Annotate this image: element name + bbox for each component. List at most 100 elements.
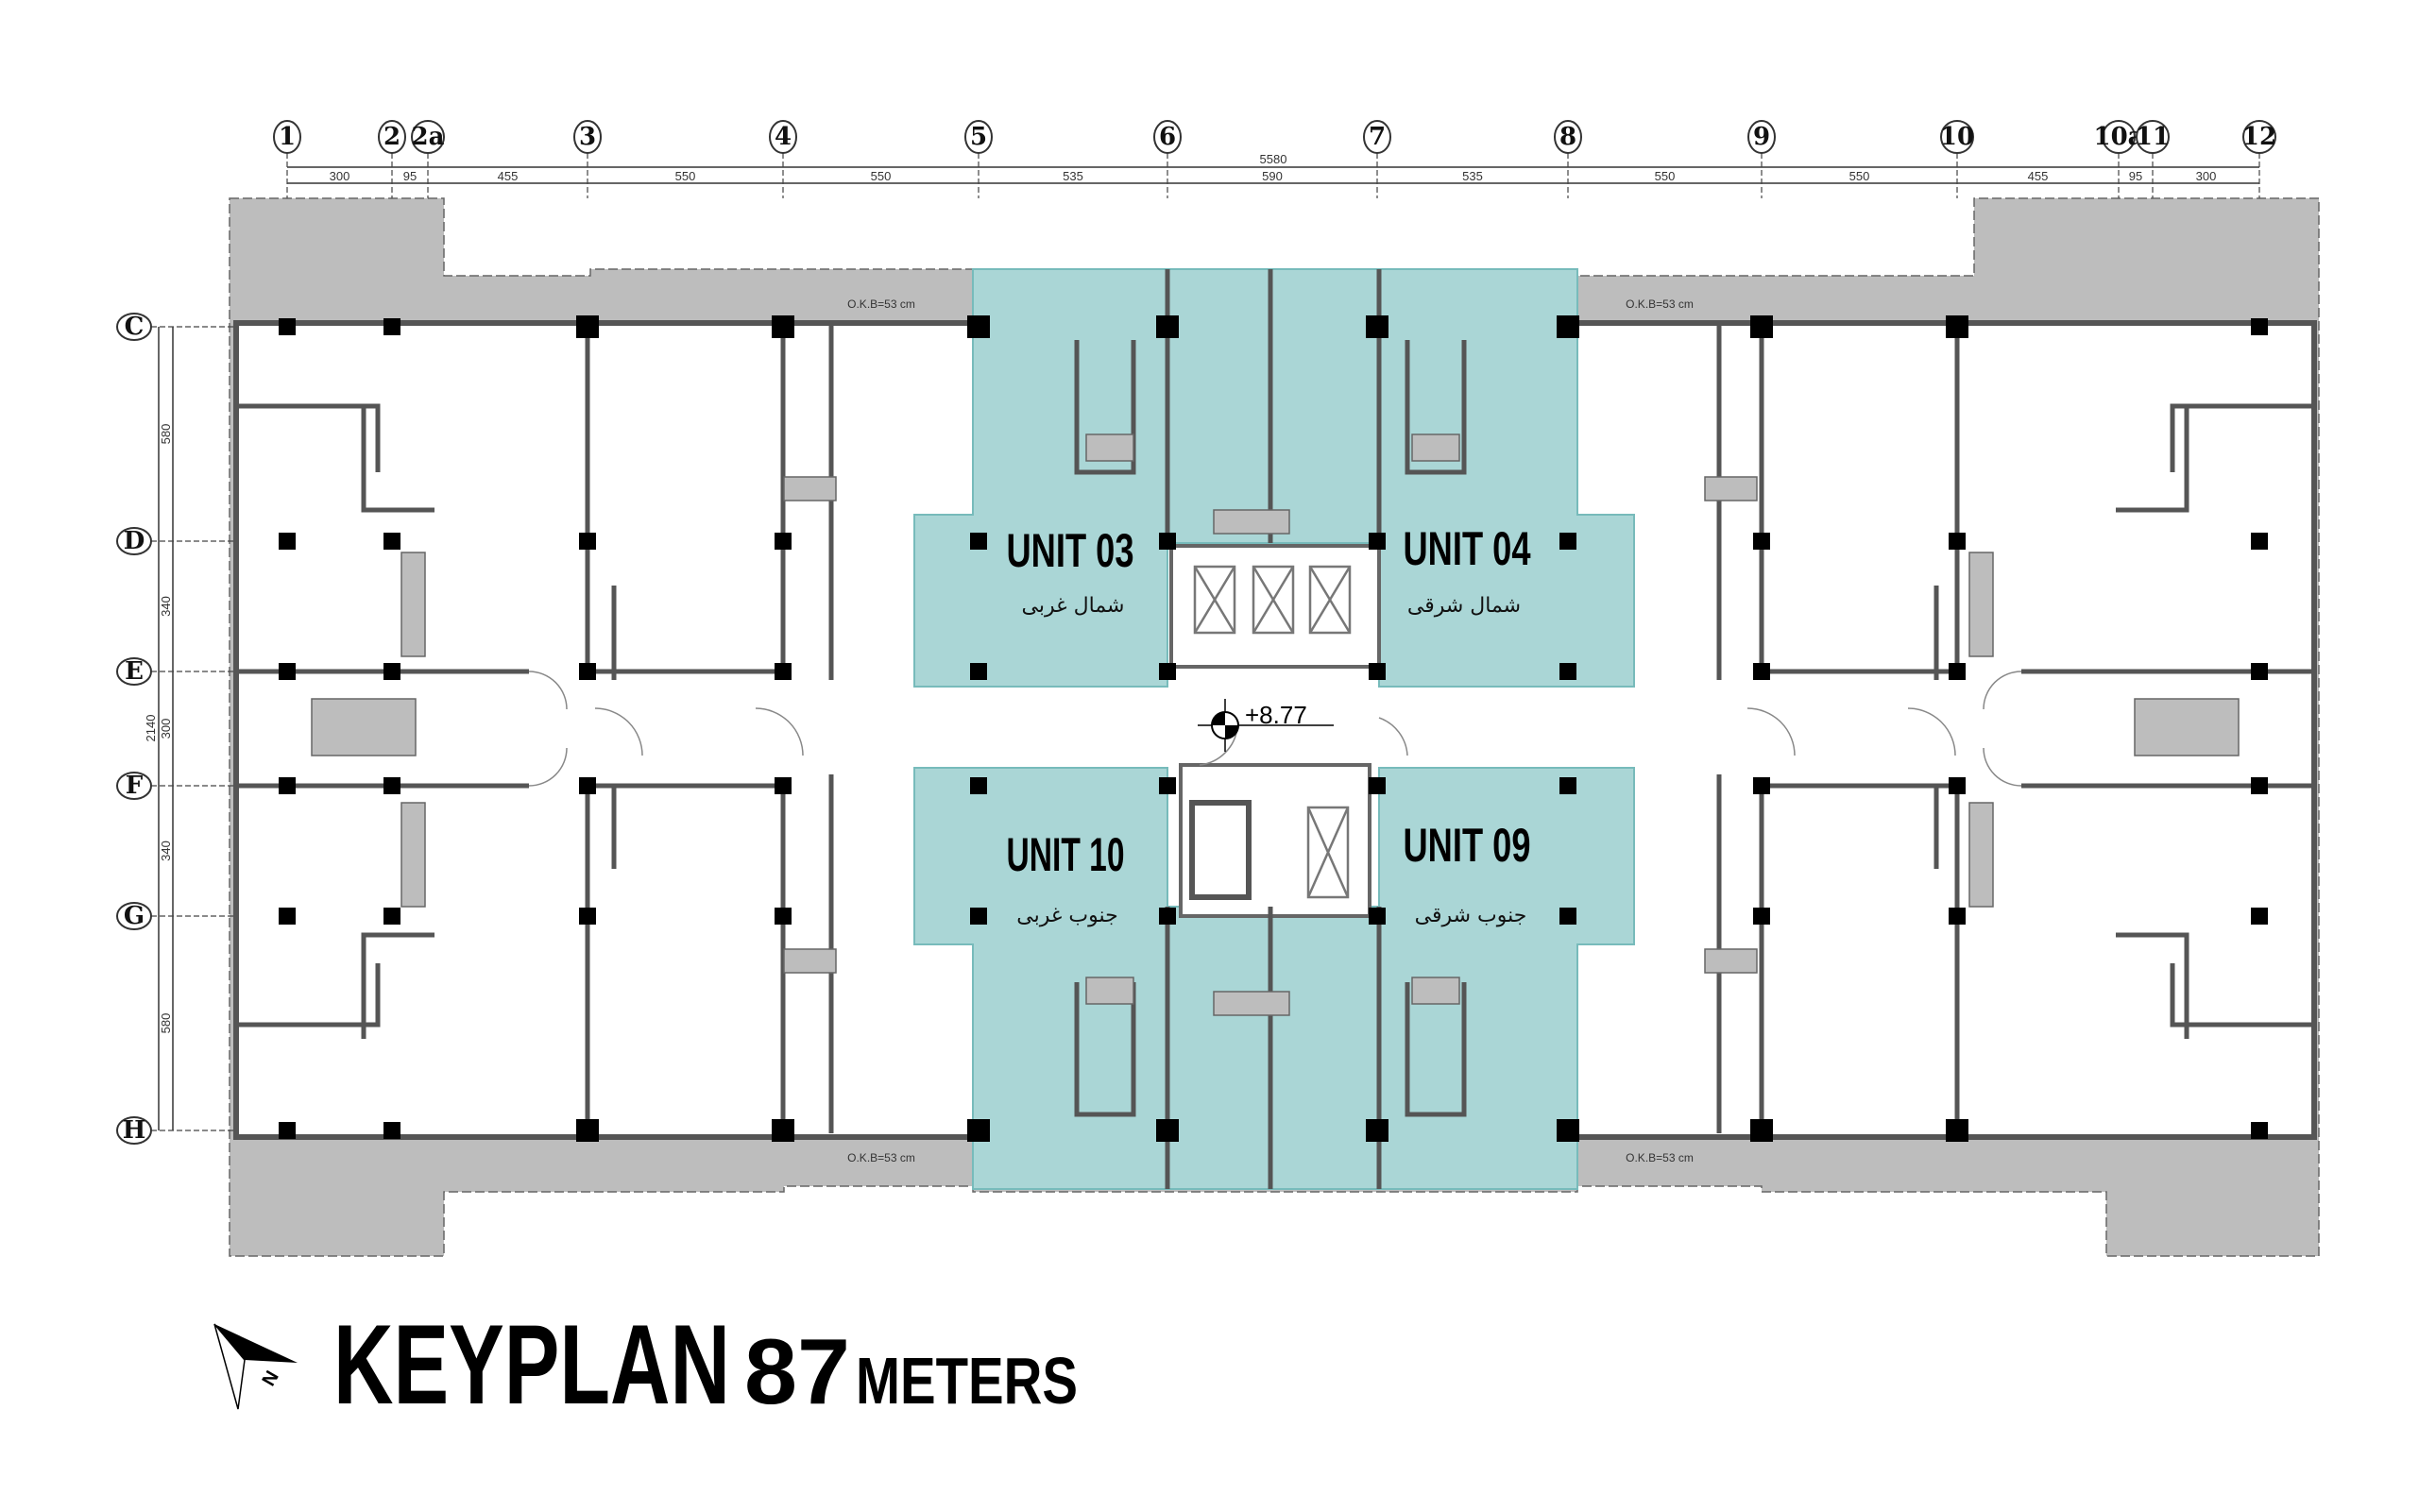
column-spacing-label: 535 <box>1462 169 1483 183</box>
column <box>1557 1119 1579 1142</box>
column <box>383 777 400 794</box>
column <box>775 533 792 550</box>
unit-09-orientation: جنوب شرقی <box>1415 904 1527 927</box>
column <box>579 533 596 550</box>
column <box>1753 908 1770 925</box>
grid-column-label: 2 <box>383 123 400 151</box>
grid-row-label: G <box>124 902 145 930</box>
column <box>1366 315 1388 338</box>
grid-bubble <box>116 902 152 930</box>
column <box>579 908 596 925</box>
row-spacing-label: 580 <box>159 1013 173 1034</box>
column <box>2251 663 2268 680</box>
grid-bubble <box>116 657 152 686</box>
grid-row-label: C <box>125 313 145 341</box>
column <box>1753 777 1770 794</box>
column <box>772 1119 794 1142</box>
unit-03-orientation: شمال غربی <box>1022 594 1125 618</box>
column <box>970 777 987 794</box>
north-label: N <box>258 1368 282 1390</box>
grid-row-label: D <box>124 527 145 555</box>
grid-column-label: 5 <box>970 123 987 151</box>
column-spacing-label: 535 <box>1063 169 1083 183</box>
sill-labels: O.K.B=53 cm O.K.B=53 cm O.K.B=53 cm O.K.… <box>847 297 1694 1164</box>
column-spacing-label: 455 <box>498 169 519 183</box>
grid-column-label: 4 <box>775 123 792 151</box>
grid-column-label: 8 <box>1559 123 1576 151</box>
unit-04-area <box>1269 268 1635 688</box>
column-spacing-label: 550 <box>675 169 696 183</box>
column <box>2251 777 2268 794</box>
column <box>1946 315 1968 338</box>
column <box>775 777 792 794</box>
grid-bubble <box>116 772 152 800</box>
overall-depth-label: 2140 <box>144 715 158 742</box>
grid-bubble <box>116 313 152 341</box>
column <box>383 663 400 680</box>
column <box>967 315 990 338</box>
column <box>1557 315 1579 338</box>
column <box>1559 777 1576 794</box>
unit-labels: UNIT 03 شمال غربی UNIT 04 شمال شرقی UNIT… <box>1007 522 1531 927</box>
row-spacing-label: 340 <box>159 596 173 617</box>
title-main: KEYPLAN <box>333 1301 730 1428</box>
title-number: 87 <box>744 1319 850 1423</box>
grid-axes: 558013002952a455355045505535659075358550… <box>116 120 2276 1145</box>
column <box>970 533 987 550</box>
column <box>1156 1119 1179 1142</box>
structural-columns <box>279 315 2268 1142</box>
column <box>383 908 400 925</box>
grid-column-label: 10 <box>1940 123 1974 151</box>
column <box>1369 908 1386 925</box>
column <box>1559 533 1576 550</box>
grid-bubble <box>1363 120 1391 154</box>
column <box>772 315 794 338</box>
column <box>1750 1119 1773 1142</box>
column-spacing-label: 550 <box>1849 169 1870 183</box>
column <box>579 663 596 680</box>
overall-width-label: 5580 <box>1260 152 1287 166</box>
grid-bubble <box>964 120 993 154</box>
column <box>775 663 792 680</box>
column-spacing-label: 550 <box>1655 169 1676 183</box>
unit-10-orientation: جنوب غربی <box>1016 904 1117 927</box>
column <box>1949 777 1966 794</box>
column <box>279 1122 296 1139</box>
column <box>1949 533 1966 550</box>
column <box>383 318 400 335</box>
unit-10-label: UNIT 10 <box>1007 828 1125 881</box>
grid-column-label: 12 <box>2242 123 2276 151</box>
grid-row-label: H <box>123 1116 146 1145</box>
level-value: +8.77 <box>1245 701 1307 729</box>
column <box>1369 533 1386 550</box>
column <box>1753 663 1770 680</box>
grid-bubble <box>273 120 301 154</box>
grid-column-label: 3 <box>579 123 596 151</box>
column <box>2251 318 2268 335</box>
column <box>1159 908 1176 925</box>
grid-column-label: 11 <box>2136 123 2170 151</box>
column-spacing-label: 590 <box>1262 169 1283 183</box>
column <box>576 1119 599 1142</box>
grid-row-label: F <box>126 772 144 800</box>
column <box>2251 533 2268 550</box>
column <box>2251 908 2268 925</box>
elevator-core <box>1169 544 1381 918</box>
column-spacing-label: 550 <box>871 169 892 183</box>
grid-bubble <box>2242 120 2276 154</box>
grid-column-label: 2a <box>412 123 445 151</box>
column <box>1159 663 1176 680</box>
row-spacing-label: 580 <box>159 424 173 445</box>
column <box>970 908 987 925</box>
column <box>1159 533 1176 550</box>
grid-bubble <box>1940 120 1974 154</box>
grid-bubble <box>2102 120 2136 154</box>
unit-04-label: UNIT 04 <box>1404 522 1531 575</box>
column <box>1949 908 1966 925</box>
grid-column-label: 1 <box>279 123 296 151</box>
keyplan-title: N KEYPLAN 87 METERS <box>213 1301 1078 1428</box>
column <box>1946 1119 1968 1142</box>
column <box>279 533 296 550</box>
level-marker: +8.77 <box>1198 699 1334 752</box>
